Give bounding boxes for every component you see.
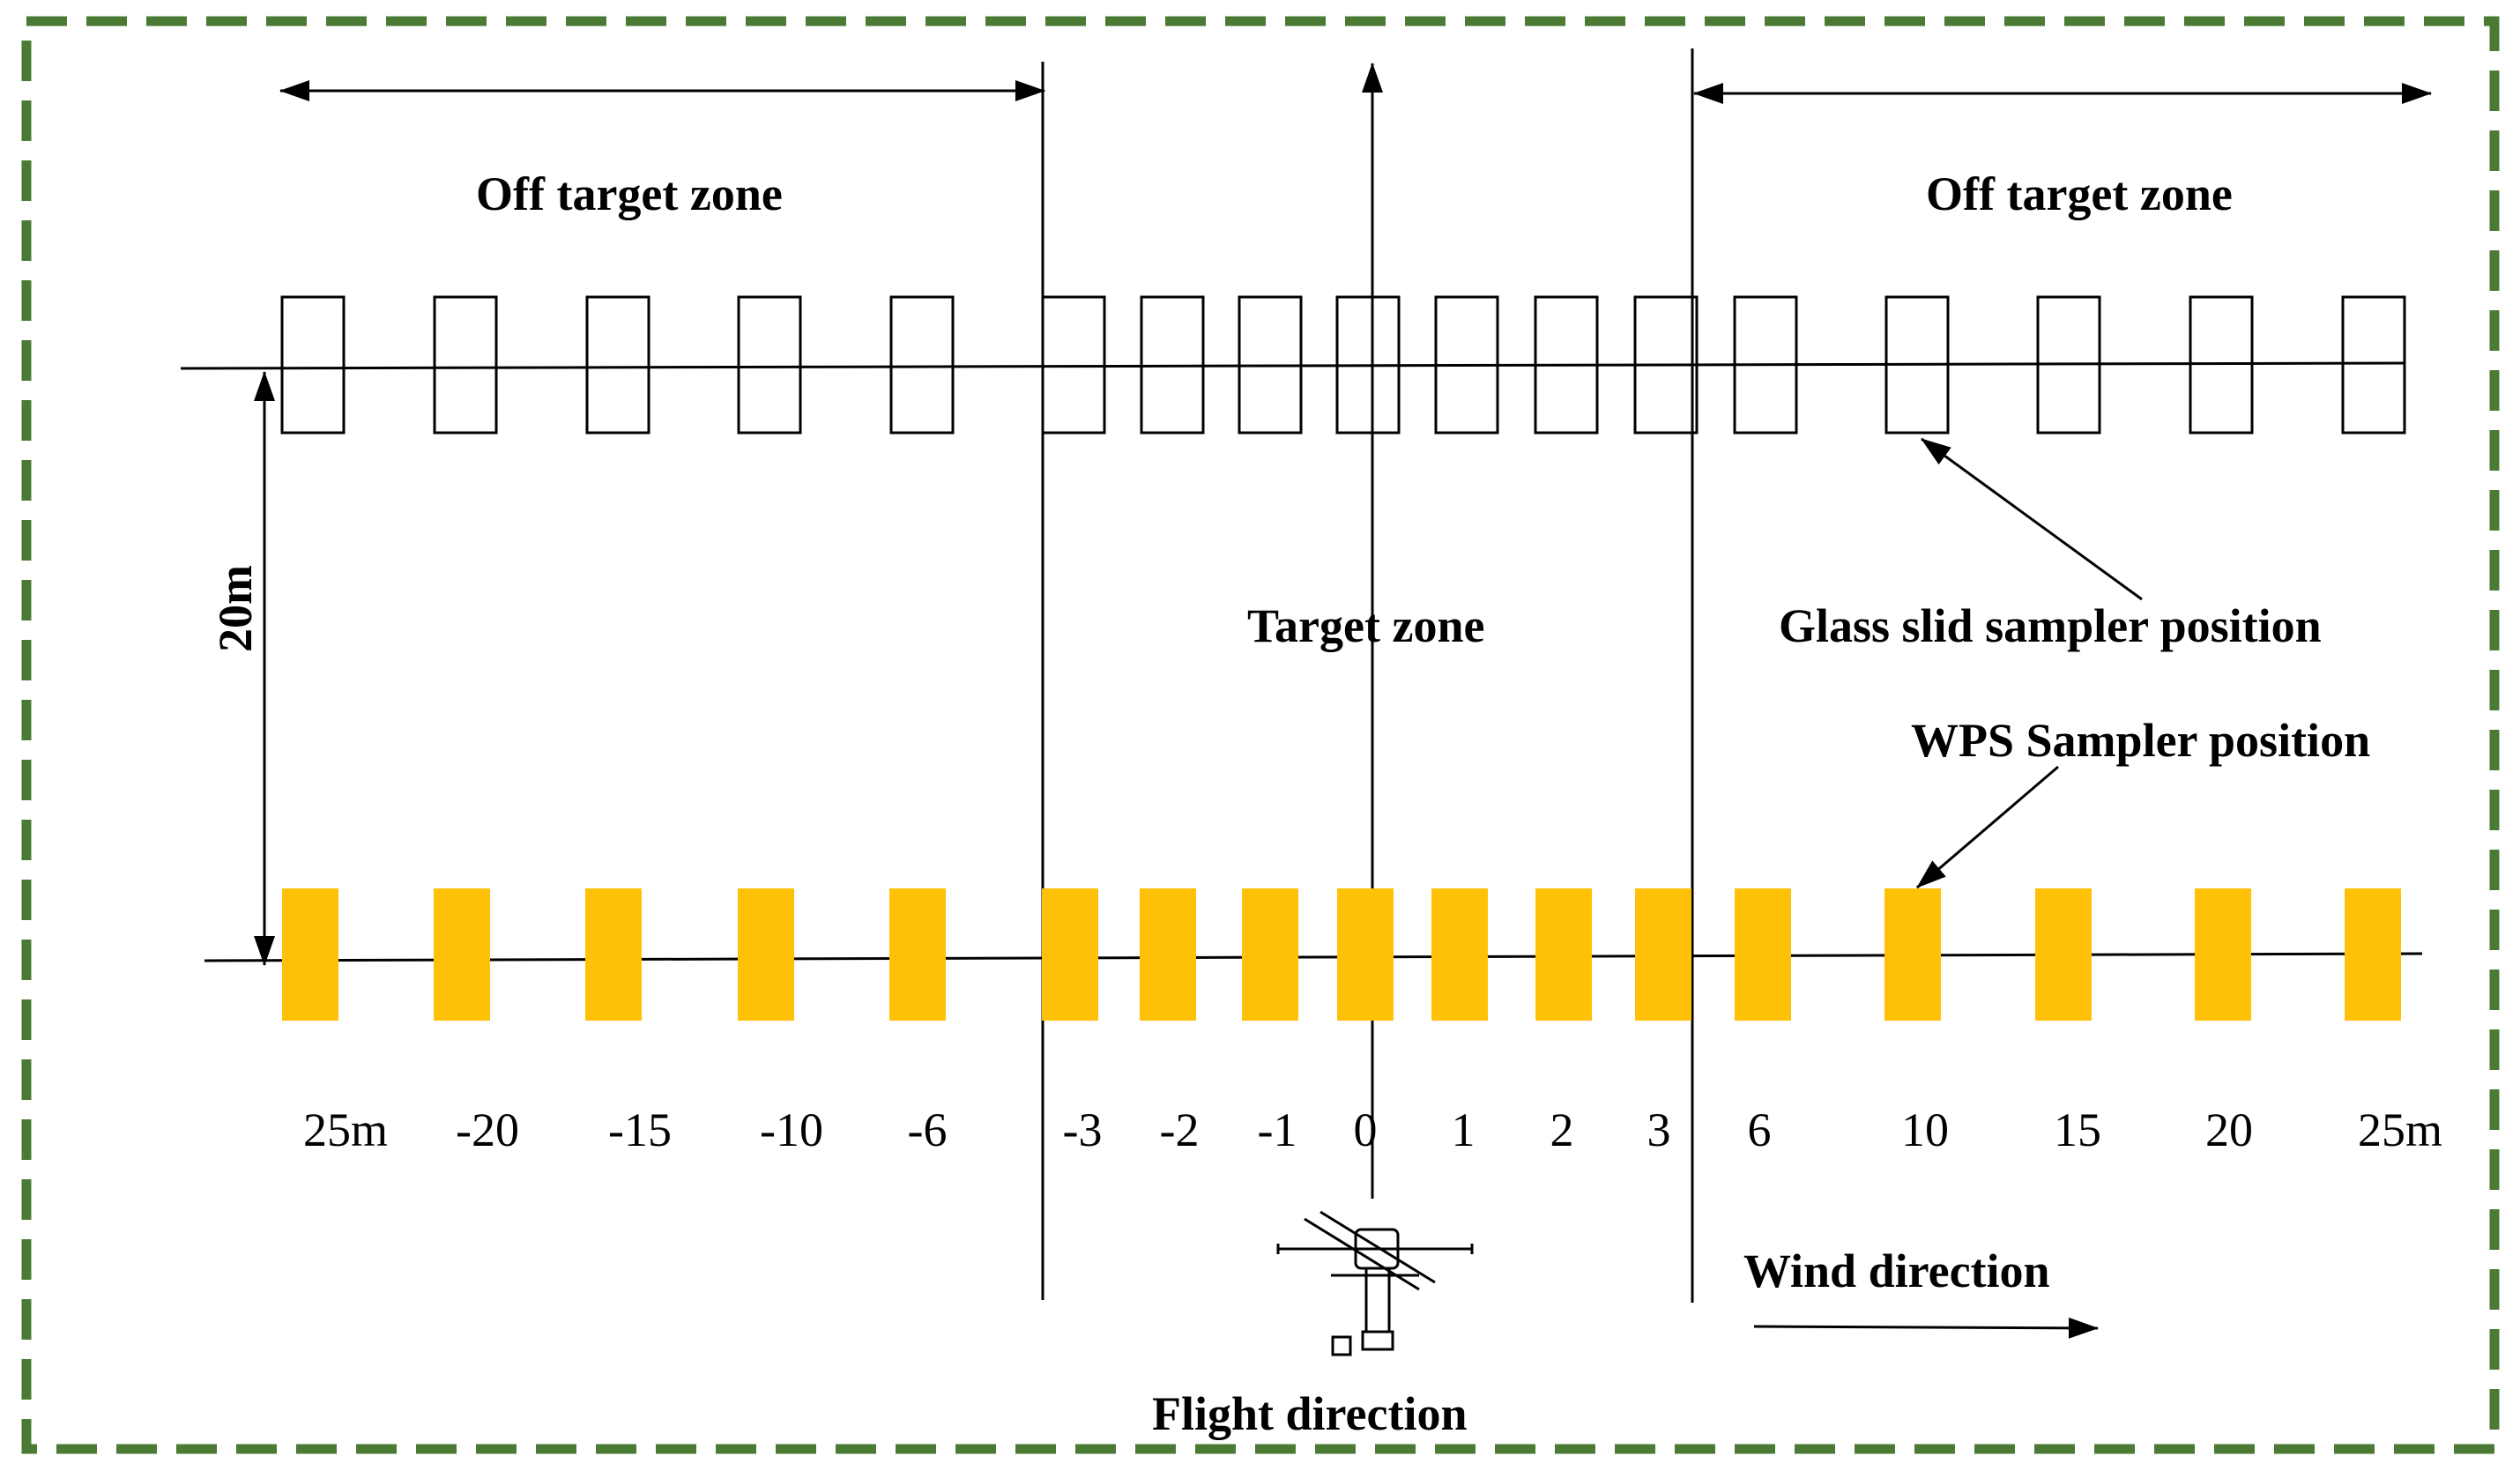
glass-slide-sampler [1041,295,1106,435]
wps-sampler-label: WPS Sampler position [1911,714,2370,767]
position-label: -6 [908,1103,948,1156]
position-label: -15 [608,1103,672,1156]
position-label: 1 [1452,1103,1476,1156]
position-label: 25m [2358,1103,2442,1156]
glass-slide-sampler [1335,295,1401,435]
wps-sampler [2345,888,2401,1021]
glass-slide-sampler [1534,295,1599,435]
position-label: 20 [2205,1103,2253,1156]
wps-sampler [738,888,794,1021]
wps-sampler [1431,888,1488,1021]
wps-sampler [1635,888,1691,1021]
position-label: 6 [1748,1103,1772,1156]
glass-slide-sampler [1140,295,1205,435]
off-target-zone-right-label: Off target zone [1926,167,2233,220]
wps-sampler [889,888,946,1021]
glass-sampler-row [280,295,2406,435]
wps-sampler [1140,888,1196,1021]
position-label: -10 [760,1103,823,1156]
wps-sampler [1042,888,1098,1021]
position-label: 2 [1550,1103,1574,1156]
wps-sampler [2035,888,2092,1021]
wps-sampler [1337,888,1394,1021]
wind-direction-label: Wind direction [1743,1244,2050,1297]
glass-sampler-label: Glass slid sampler position [1779,599,2322,652]
wps-sampler-row [282,888,2401,1021]
flight-direction-label: Flight direction [1152,1387,1468,1440]
glass-slide-sampler [889,295,955,435]
off-target-zone-left-label: Off target zone [476,167,783,220]
position-label: 0 [1354,1103,1378,1156]
position-label: -3 [1063,1103,1103,1156]
position-label: 3 [1647,1103,1671,1156]
glass-slide-sampler [1434,295,1499,435]
glass-sampler-line [180,361,2405,370]
glass-slide-sampler [433,295,498,435]
glass-slide-sampler [2036,295,2101,435]
wps-sampler [434,888,490,1021]
wps-sampler [2195,888,2251,1021]
glass-slide-sampler [280,295,346,435]
glass-slide-sampler [585,295,650,435]
glass-slide-sampler [1884,295,1950,435]
glass-slide-sampler [737,295,802,435]
wps-sampler [585,888,642,1021]
wps-sampler [1242,888,1298,1021]
wps-sampler [1735,888,1791,1021]
position-label: 10 [1901,1103,1949,1156]
position-label: -20 [456,1103,519,1156]
wind-direction-arrow [1753,1317,2099,1339]
aircraft-icon [1276,1210,1474,1356]
position-label: 25m [303,1103,388,1156]
position-label: -2 [1160,1103,1200,1156]
position-label: -1 [1258,1103,1297,1156]
distance-label: 20m [209,565,262,652]
wps-sampler [282,888,338,1021]
target-zone-label: Target zone [1247,599,1484,652]
glass-slide-sampler [1633,295,1699,435]
wps-sampler [1884,888,1941,1021]
glass-slide-sampler [1238,295,1303,435]
glass-slide-sampler [2189,295,2254,435]
glass-slide-sampler [2341,295,2406,435]
glass-slide-sampler [1733,295,1798,435]
glass-sampler-pointer [1921,437,2143,601]
position-label: 15 [2054,1103,2101,1156]
wps-sampler [1535,888,1592,1021]
frame-border [21,16,2500,1454]
wps-sampler-pointer [1916,765,2059,889]
